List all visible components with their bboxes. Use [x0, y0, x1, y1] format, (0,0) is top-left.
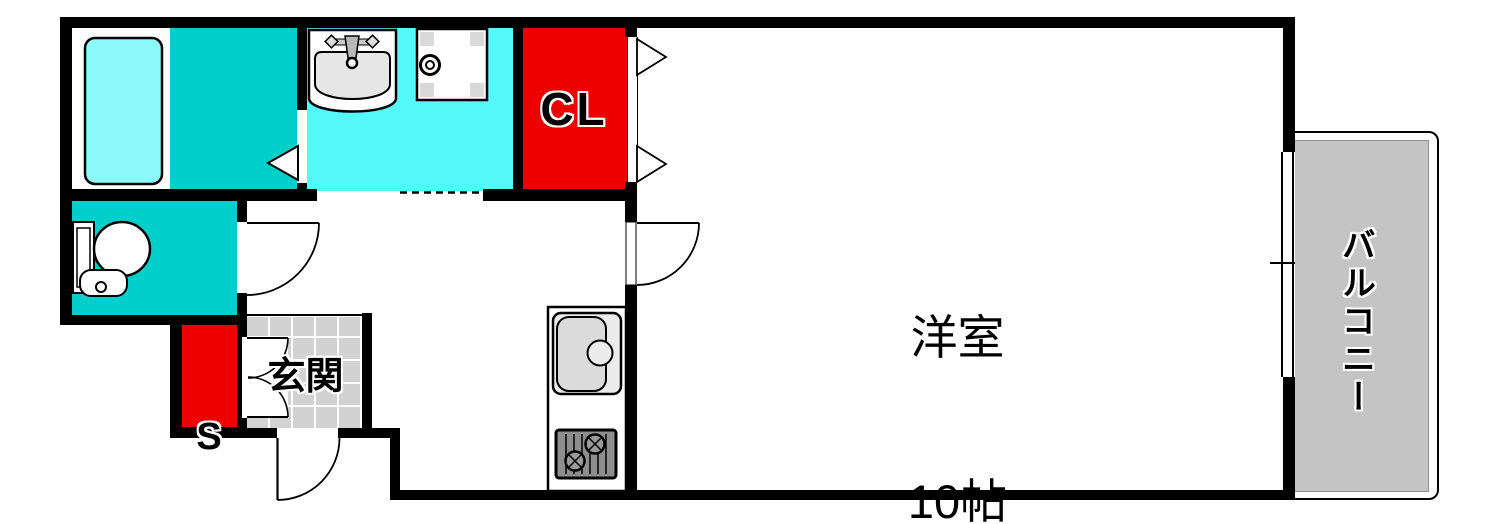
wall: [60, 17, 1295, 28]
bathtub-icon: [83, 36, 164, 186]
bathroom-door-gap: [297, 110, 307, 183]
window-frame-line: [1281, 152, 1283, 377]
wall: [625, 17, 637, 37]
wall: [297, 183, 307, 200]
kitchen-counter-icon: [546, 305, 628, 493]
closet-folding-door-icon: [636, 37, 668, 184]
wall: [170, 315, 182, 438]
wall: [362, 313, 372, 438]
wall: [625, 182, 637, 222]
wall: [297, 25, 307, 110]
wall: [237, 315, 247, 337]
closet-door-track: [627, 37, 638, 182]
balcony-deck: [1292, 140, 1429, 492]
wall: [1283, 17, 1295, 152]
shoe-box-label: S B: [177, 338, 241, 524]
wall: [237, 200, 247, 222]
wall: [237, 293, 247, 317]
entrance-step-line: [247, 314, 362, 316]
washing-machine-pan-icon: [415, 27, 489, 102]
closet-label: CL: [540, 83, 608, 135]
toilet-icon: [72, 220, 152, 297]
wall: [170, 428, 277, 438]
wall: [1283, 377, 1295, 500]
wall: [390, 490, 1295, 500]
wall: [513, 25, 523, 189]
gas-stove-icon: [554, 428, 618, 480]
wall: [390, 428, 400, 500]
wall: [60, 315, 247, 325]
room-door-swing: [625, 221, 700, 286]
window-center-tick: [1270, 262, 1295, 264]
sliding-window: [1281, 152, 1295, 377]
shoe-box-doors-swing: [247, 337, 289, 418]
wall: [60, 189, 317, 201]
balcony-label: バルコニー: [1336, 227, 1375, 417]
western-room-label: 洋室 10帖: [850, 202, 1065, 524]
western-room-size: 10帖: [907, 474, 1008, 524]
western-room-name: 洋室: [910, 311, 1005, 365]
washbasin-icon: [307, 28, 398, 113]
kitchen-sink-icon: [551, 311, 623, 396]
bathroom-door-icon: [265, 144, 299, 182]
wall: [237, 418, 247, 438]
window-frame-line: [1292, 152, 1294, 377]
entrance-door-swing: [276, 437, 341, 501]
wall: [483, 189, 637, 201]
wall: [60, 17, 72, 325]
entrance-label: 玄関: [267, 356, 344, 398]
wall: [625, 285, 637, 500]
shoe-box-label-s: S: [196, 415, 222, 458]
toilet-door-swing: [246, 222, 320, 296]
closet-area: [521, 25, 627, 192]
